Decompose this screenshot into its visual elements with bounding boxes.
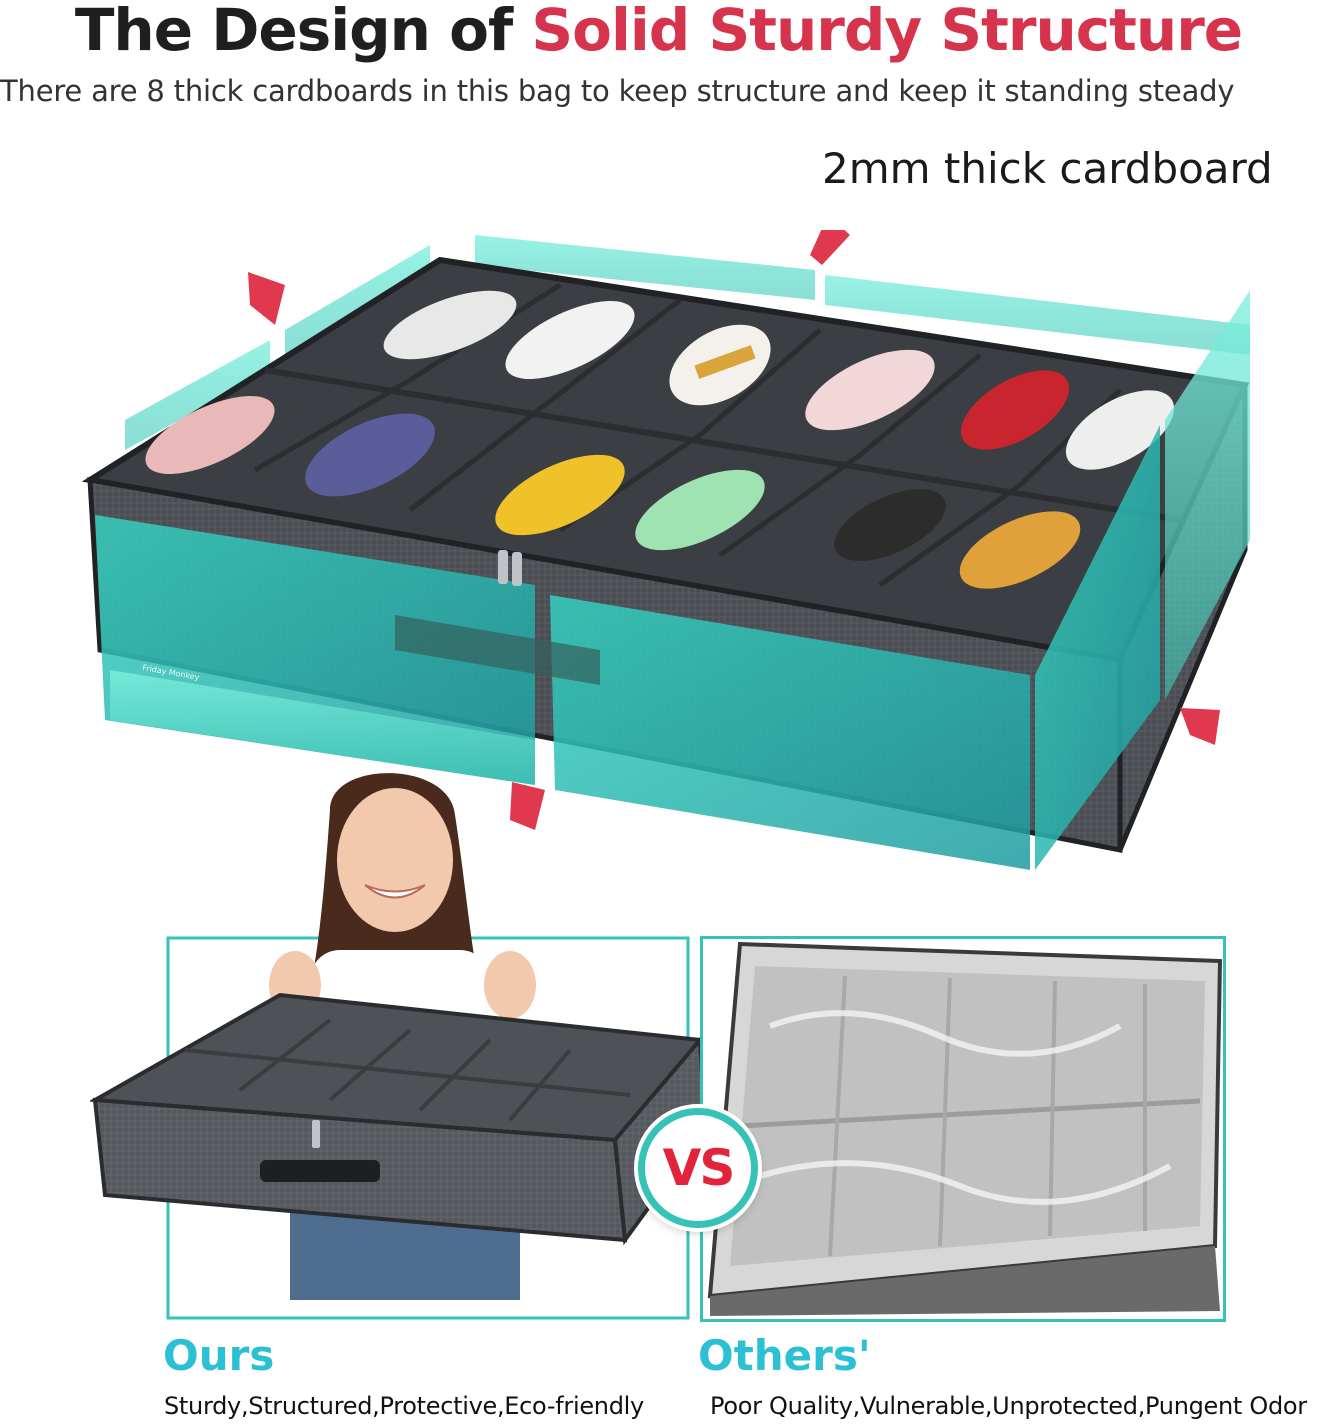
others-description: Poor Quality,Vulnerable,Unprotected,Pung…	[710, 1392, 1307, 1420]
arrow-icon	[248, 230, 1220, 830]
ours-description: Sturdy,Structured,Protective,Eco-friendl…	[164, 1392, 644, 1420]
others-title: Others'	[698, 1331, 871, 1380]
subtitle: There are 8 thick cardboards in this bag…	[0, 74, 1235, 108]
others-photo	[700, 936, 1226, 1322]
headline: The Design of Solid Sturdy Structure	[0, 0, 1317, 64]
ours-photo	[90, 773, 708, 1320]
ours-organizer	[90, 992, 708, 1246]
vs-badge: VS	[638, 1108, 758, 1228]
shoes-in-compartments	[145, 290, 1175, 589]
ours-title: Ours	[163, 1331, 275, 1380]
back-cardboard-panels	[125, 235, 1250, 450]
handle-icon	[395, 615, 600, 685]
headline-part-2: Solid Sturdy Structure	[531, 0, 1243, 64]
zipper-icon	[498, 550, 522, 586]
cardboard-callout: 2mm thick cardboard	[822, 144, 1273, 193]
front-cardboard-panels	[95, 290, 1250, 870]
headline-part-1: The Design of	[74, 0, 513, 64]
hero-organizer-illustration: Friday Monkey	[81, 230, 1250, 870]
